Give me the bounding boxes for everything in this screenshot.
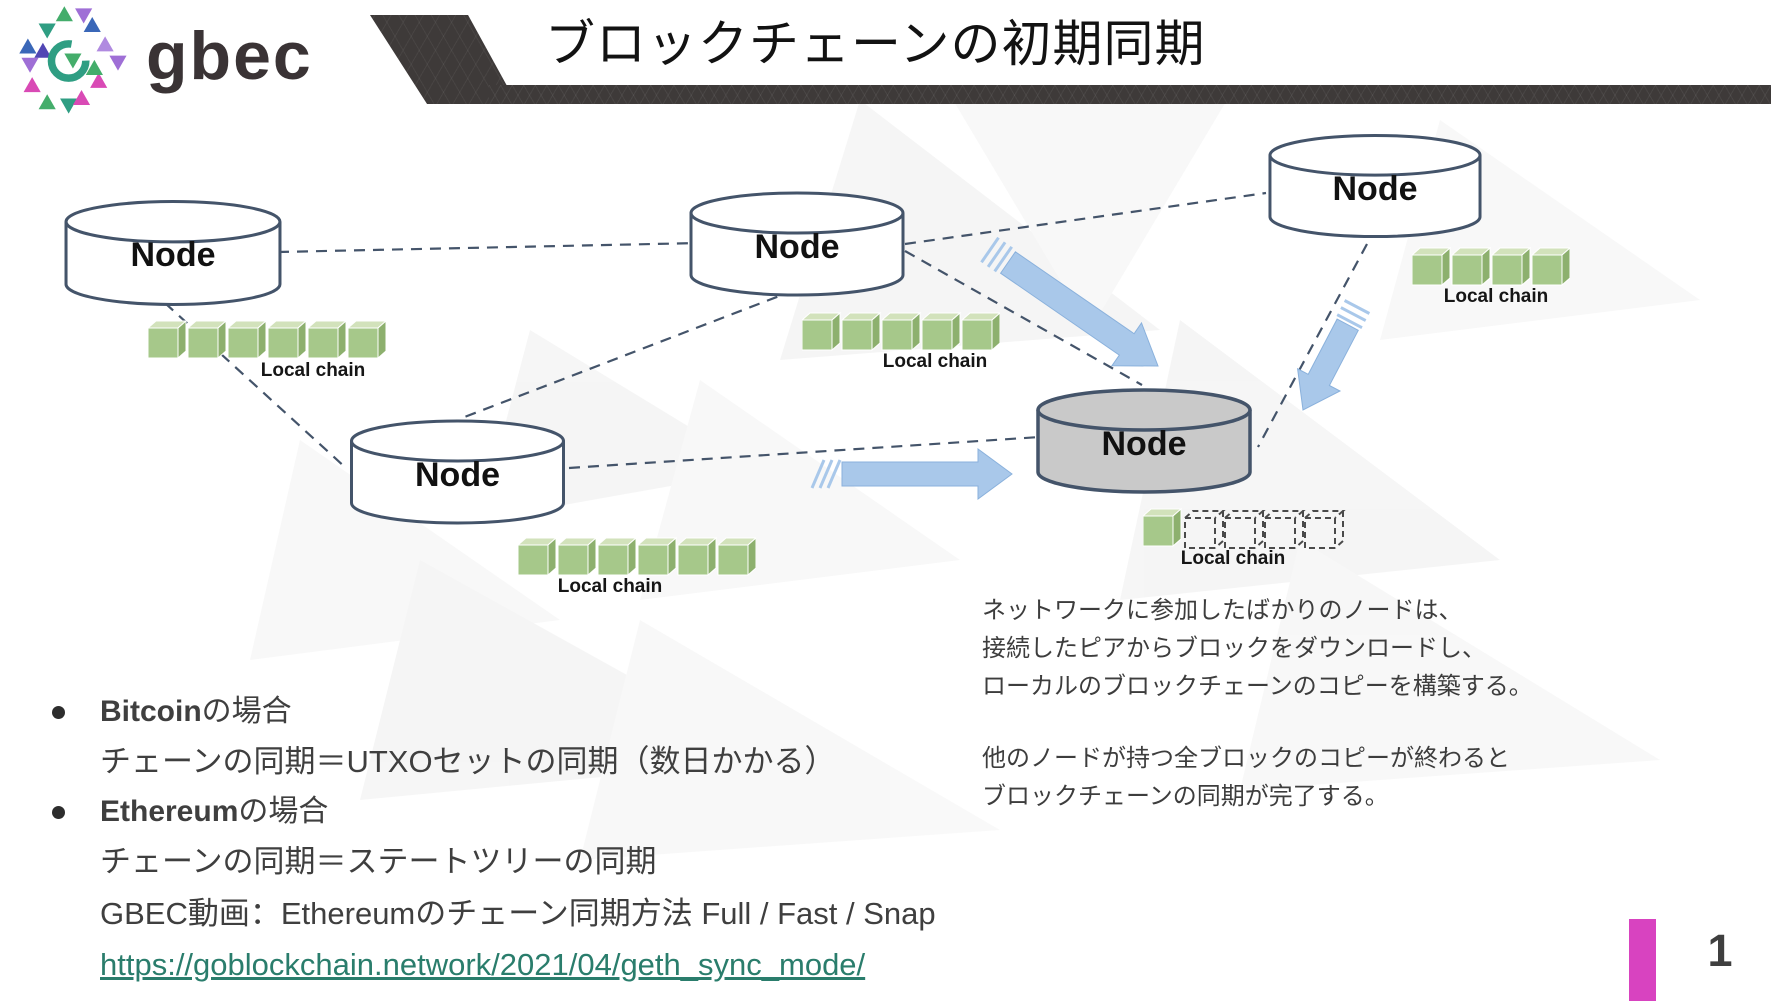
connection-line <box>461 288 796 420</box>
annotation-line: 接続したピアからブロックをダウンロードし、 <box>982 635 1486 662</box>
bitcoin-rest: の場合 <box>201 695 292 728</box>
pending-block <box>1184 510 1226 549</box>
ethereum-detail-1: チェーンの同期＝ステートツリーの同期 <box>100 844 657 879</box>
annotation-line: 他のノードが持つ全ブロックのコピーが終わると <box>982 745 1510 772</box>
node-new-syncing: Node <box>1035 387 1253 495</box>
node-bottom-left: Node <box>348 418 567 526</box>
slide-title: ブロックチェーンの初期同期 <box>545 16 1206 72</box>
gbec-logo-text: gbec <box>146 18 313 94</box>
node-label: Node <box>1332 170 1418 208</box>
node-top-left: Node <box>63 198 283 308</box>
download-arrow-from-top-right-node <box>1296 299 1371 411</box>
connection-line <box>904 191 1267 246</box>
annotation-line: ローカルのブロックチェーンのコピーを構築する。 <box>982 673 1533 700</box>
ethereum-term: Ethereum <box>100 795 239 828</box>
local-chain-blocks-new-node <box>1143 508 1346 549</box>
node-label: Node <box>415 456 500 494</box>
local-chain-blocks-top-middle <box>802 312 1000 352</box>
local-chain-label: Local chain <box>557 576 663 597</box>
download-arrow-from-middle-node <box>980 236 1159 367</box>
title-banner-strip <box>489 85 1771 104</box>
connection-line <box>568 435 1041 470</box>
download-arrow-from-bottom-node <box>810 448 1013 500</box>
block-download-arrows <box>810 236 1371 500</box>
node-top-right: Node <box>1267 132 1483 240</box>
connection-line <box>904 250 1143 386</box>
page-accent-bar <box>1629 919 1656 1001</box>
local-chain-blocks-top-left <box>148 320 386 360</box>
sync-annotation: ネットワークに参加したばかりのノードは、 接続したピアからブロックをダウンロード… <box>982 592 1533 816</box>
node-label: Node <box>754 228 840 266</box>
annotation-line: ネットワークに参加したばかりのノードは、 <box>982 597 1463 624</box>
bullet-item-bitcoin: Bitcoinの場合 <box>38 688 936 736</box>
ethereum-detail-2: GBEC動画：Ethereumのチェーン同期方法 Full / Fast / S… <box>100 896 936 931</box>
local-chain-label: Local chain <box>882 351 988 372</box>
local-chain-blocks-top-right <box>1412 247 1570 287</box>
bullet-item-ethereum: Ethereumの場合 <box>38 788 936 836</box>
pending-block <box>1304 510 1346 549</box>
node-label: Node <box>130 236 216 274</box>
local-chain-blocks-bottom-left <box>518 537 756 577</box>
pending-block <box>1264 510 1306 549</box>
local-chain-label: Local chain <box>1180 548 1286 569</box>
page-number: 1 <box>1707 925 1733 976</box>
pending-block <box>1224 510 1266 549</box>
geth-sync-mode-link[interactable]: https://goblockchain.network/2021/04/get… <box>100 947 866 982</box>
annotation-line: ブロックチェーンの同期が完了する。 <box>982 783 1389 810</box>
connection-line <box>1257 243 1368 448</box>
local-chain-label: Local chain <box>1443 286 1549 307</box>
ethereum-rest: の場合 <box>238 795 329 828</box>
connection-line <box>277 241 701 254</box>
bullet-dot <box>52 706 65 719</box>
gbec-logo-icon <box>19 6 127 114</box>
bitcoin-detail: チェーンの同期＝UTXOセットの同期（数日かかる） <box>100 744 836 779</box>
bullet-list: Bitcoinの場合 チェーンの同期＝UTXOセットの同期（数日かかる） Eth… <box>38 688 936 990</box>
bitcoin-term: Bitcoin <box>100 695 202 728</box>
node-label: Node <box>1101 425 1187 463</box>
node-top-middle: Node <box>688 190 906 298</box>
bullet-dot <box>52 806 65 819</box>
local-chain-label: Local chain <box>260 360 366 381</box>
